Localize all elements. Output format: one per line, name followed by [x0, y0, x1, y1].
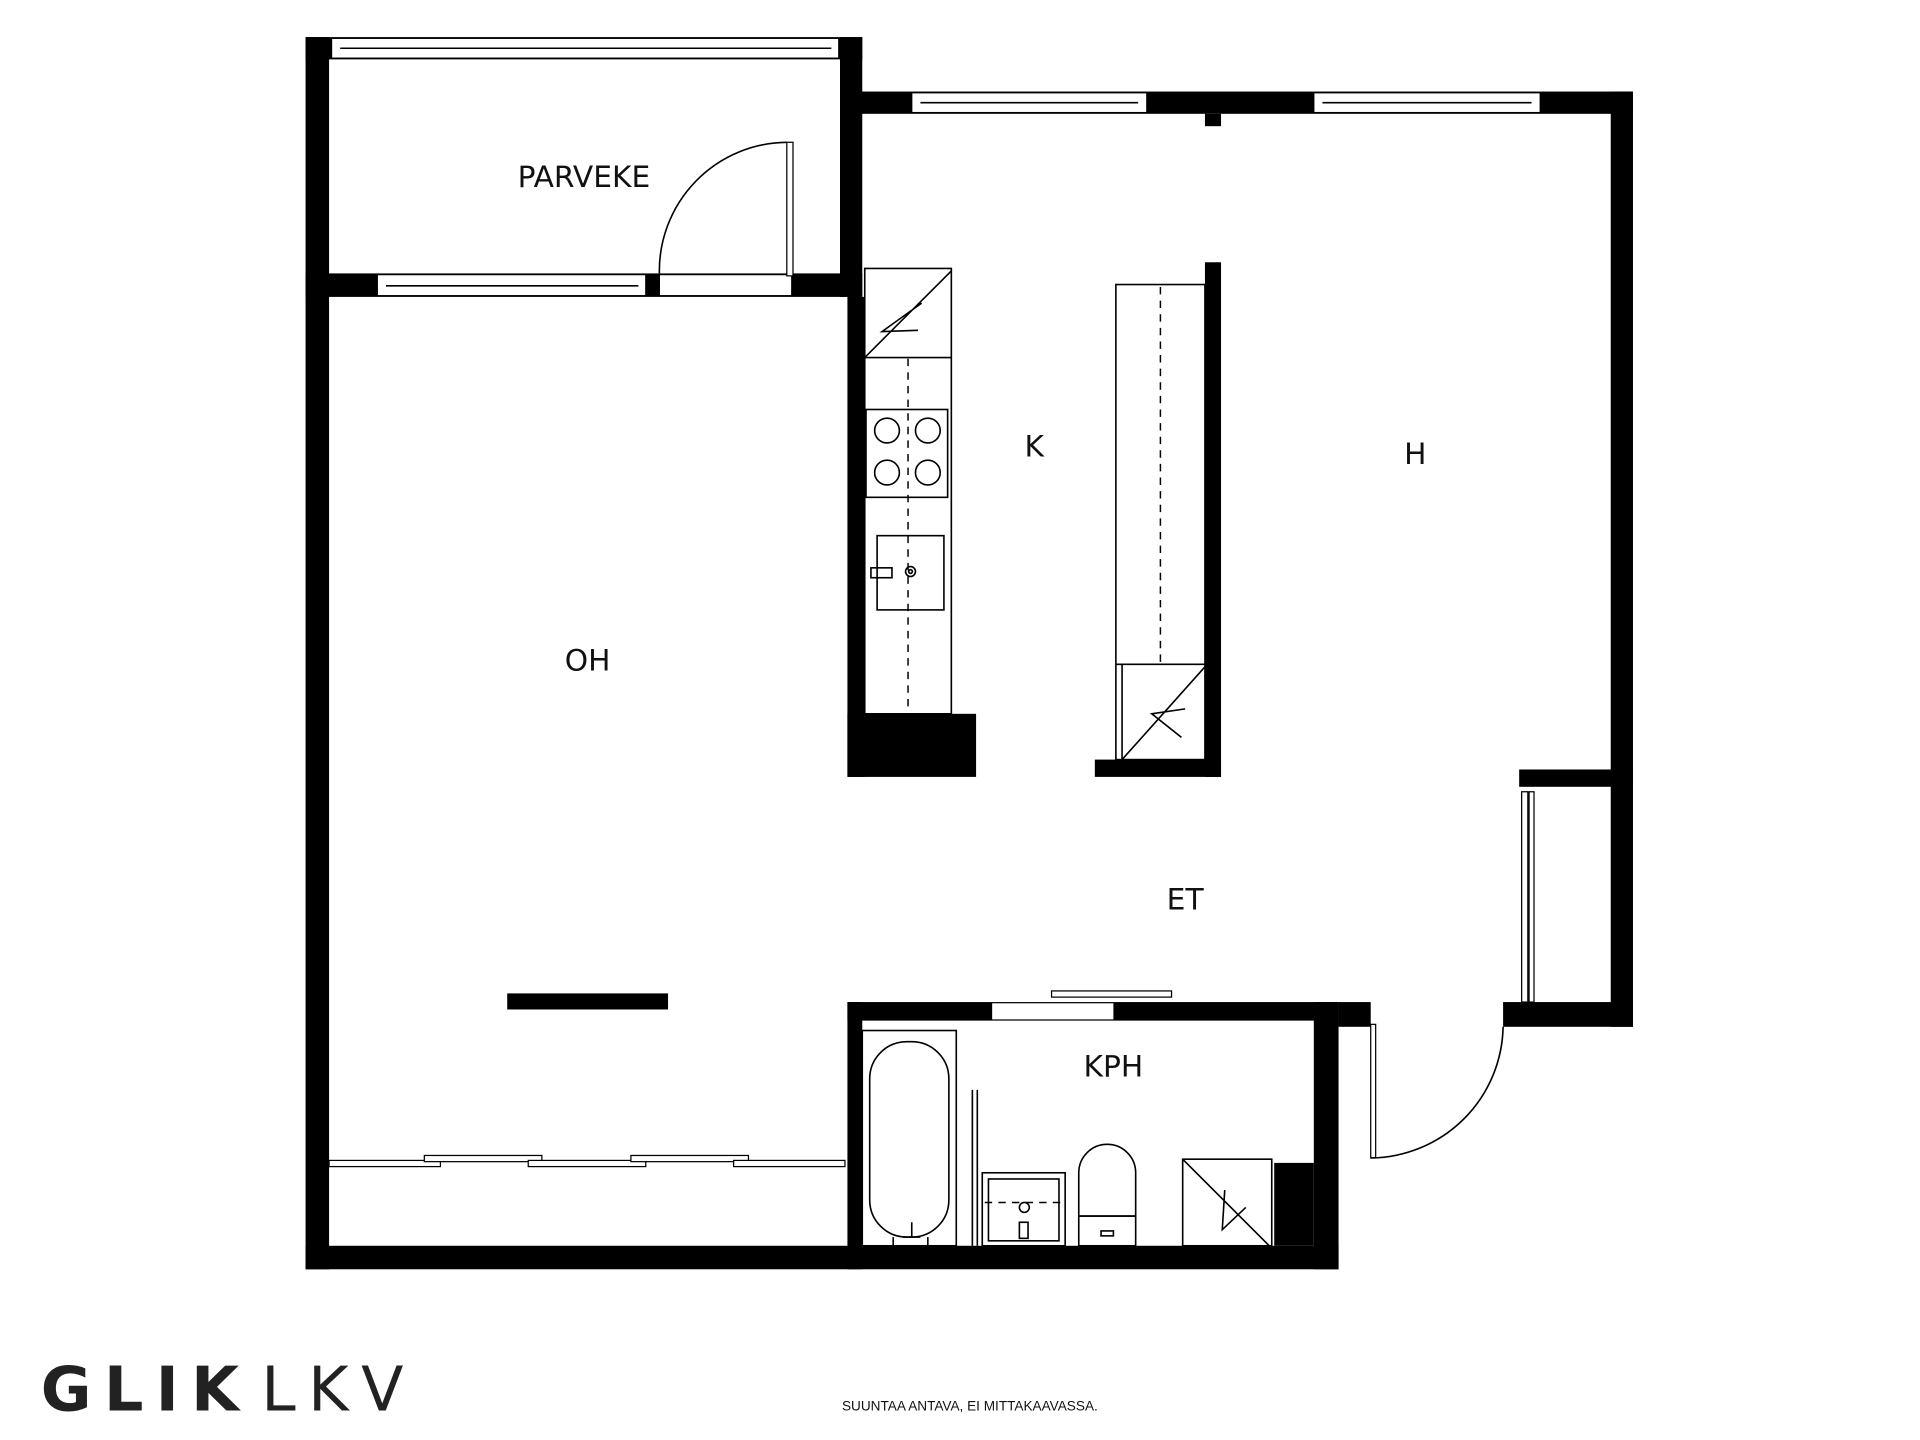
toilet-icon: [1077, 1143, 1137, 1217]
sink-icon: [876, 534, 945, 611]
room-label-hallway: ET: [1167, 882, 1205, 917]
bathroom-fixtures: [861, 1029, 1273, 1247]
washbasin-icon: [981, 1171, 1066, 1247]
room-label-kitchen: K: [1024, 429, 1045, 464]
room-label-living-room: OH: [565, 644, 611, 679]
kitchen-fixtures: [863, 267, 1206, 761]
washing-machine-icon: [1181, 1158, 1273, 1247]
windows: [330, 37, 1541, 1020]
room-labels: PARVEKE K H OH ET KPH: [518, 160, 1427, 1084]
stove-icon: [865, 408, 949, 499]
freezer-icon: [1121, 666, 1206, 761]
room-label-bathroom: KPH: [1084, 1049, 1144, 1084]
bathtub-icon: [868, 1040, 950, 1238]
wardrobe-sliding-doors: [328, 1154, 846, 1168]
fridge-icon: [864, 270, 952, 359]
doors: [658, 141, 1535, 1159]
disclaimer-note: SUUNTAA ANTAVA, EI MITTAKAAVASSA.: [842, 1398, 1098, 1413]
room-label-parveke: PARVEKE: [518, 160, 651, 195]
walls: [305, 37, 1633, 1270]
room-label-bedroom: H: [1404, 437, 1426, 472]
